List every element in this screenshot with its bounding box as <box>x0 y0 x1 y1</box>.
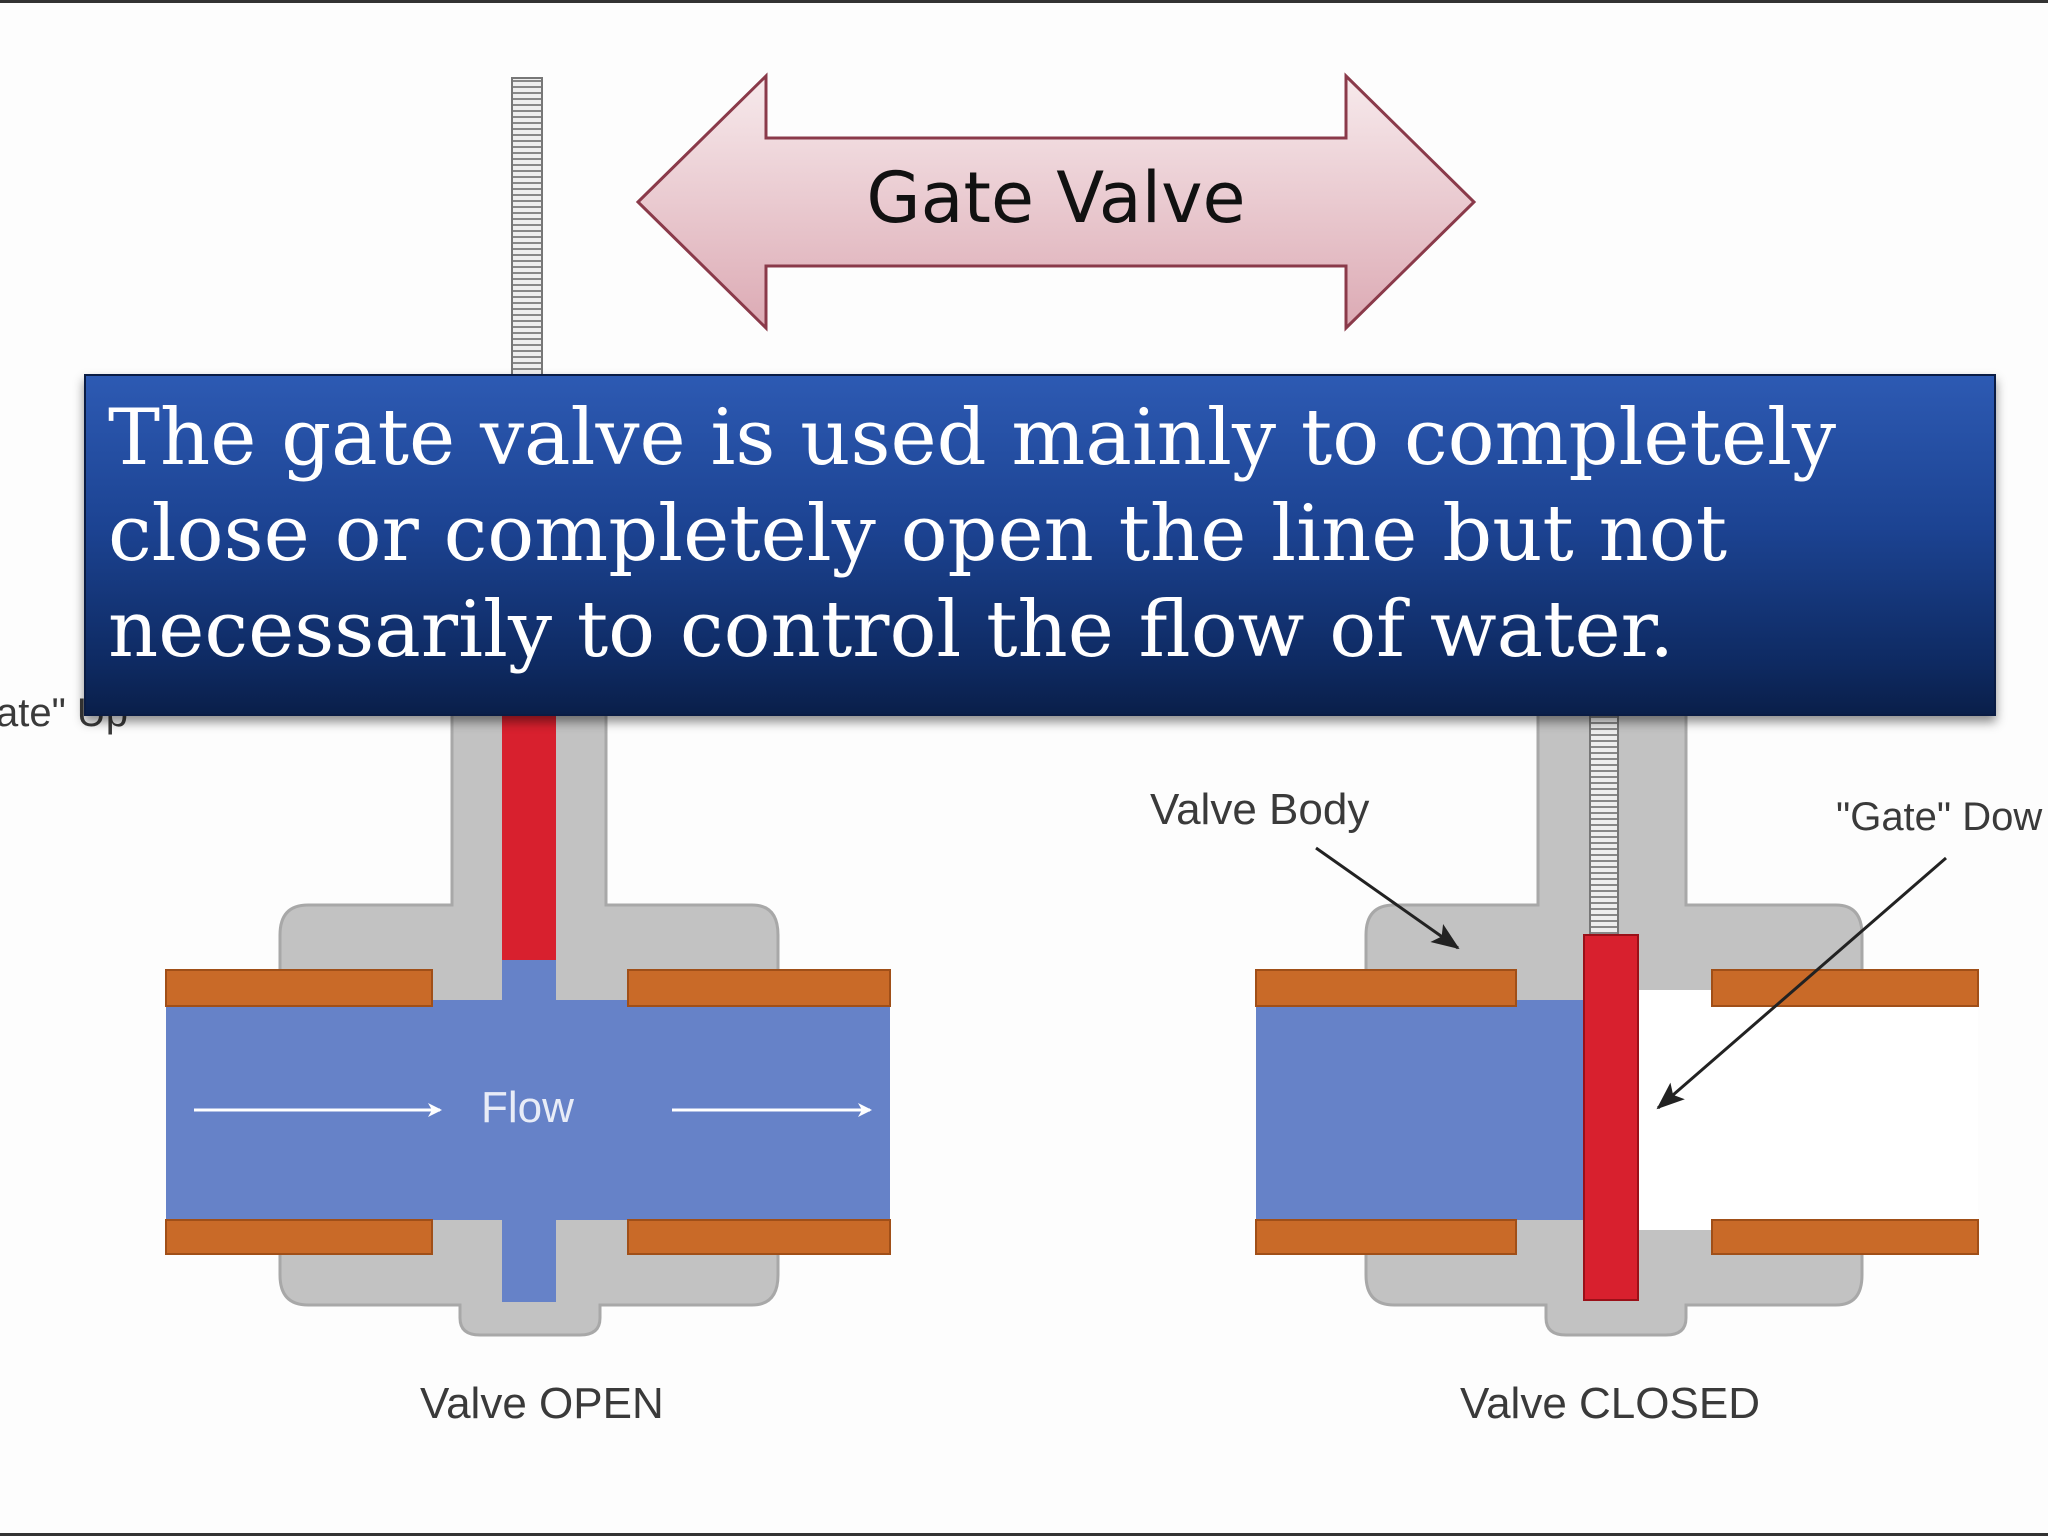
stem-threads-closed <box>1589 699 1619 937</box>
valve-body-label: Valve Body <box>1150 785 1369 834</box>
valve-closed-group: Valve Body "Gate" Dow Valve CLOSED <box>1150 698 2042 1428</box>
valve-body-pointer <box>1315 846 1460 950</box>
flange-top-right-closed <box>1711 969 1979 1007</box>
title: Gate Valve <box>866 157 1245 239</box>
flow-label: Flow <box>481 1083 574 1132</box>
water-cavity-open <box>502 960 556 1302</box>
flange-top-left-closed <box>1255 969 1517 1007</box>
top-border <box>0 0 2048 3</box>
flange-bottom-left-closed <box>1255 1219 1517 1255</box>
flange-bottom-right-closed <box>1711 1219 1979 1255</box>
gate-down-pointer <box>1656 856 1947 1110</box>
empty-pipe-downstream <box>1638 990 1978 1230</box>
bottom-border <box>0 1533 2048 1536</box>
valve-open-label: Valve OPEN <box>420 1379 664 1428</box>
title-arrow: Gate Valve <box>635 72 1477 332</box>
flange-bottom-left-open <box>165 1219 433 1255</box>
gate-raised <box>502 700 556 960</box>
water-pipe-closed <box>1256 1000 1584 1220</box>
info-banner: The gate valve is used mainly to complet… <box>84 374 1996 716</box>
gate-lowered <box>1583 934 1639 1301</box>
double-arrow-shape <box>635 72 1477 332</box>
valve-open-group: Flow Valve OPEN ate" Up <box>0 77 891 1428</box>
flange-top-left-open <box>165 969 433 1007</box>
flange-bottom-right-open <box>627 1219 891 1255</box>
flange-top-right-open <box>627 969 891 1007</box>
valve-closed-label: Valve CLOSED <box>1460 1379 1760 1428</box>
stem-threads-open <box>511 77 543 379</box>
gate-down-label: "Gate" Dow <box>1836 795 2042 839</box>
